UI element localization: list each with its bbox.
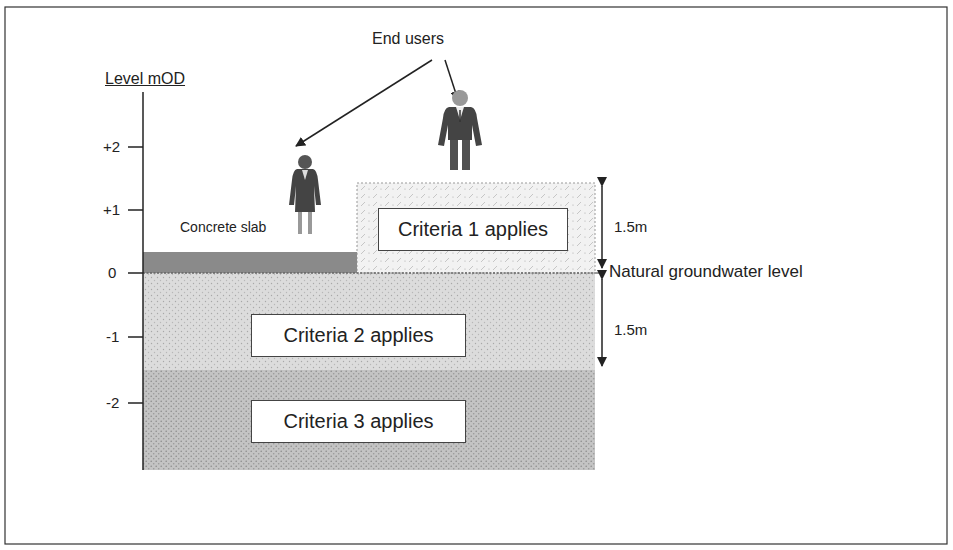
soil-band-lower <box>143 370 595 470</box>
concrete-slab <box>143 252 357 273</box>
axis-title: Level mOD <box>105 70 185 88</box>
soil-band-upper <box>143 273 595 370</box>
man-figure <box>438 90 482 170</box>
dimension-arrow <box>601 279 603 366</box>
criteria-box: Criteria 1 applies <box>378 208 568 251</box>
criteria-text: Criteria 2 applies <box>283 324 433 347</box>
frame <box>5 7 947 544</box>
groundwater-line <box>143 272 595 274</box>
level-axis <box>142 92 144 470</box>
criteria-box: Criteria 2 applies <box>251 314 466 357</box>
axis-tick-label: +2 <box>103 138 120 155</box>
dimension-label: 1.5m <box>614 321 647 338</box>
slab-label: Concrete slab <box>180 219 266 235</box>
criteria-text: Criteria 1 applies <box>398 218 548 241</box>
callout-arrow <box>296 60 432 146</box>
leader-line <box>595 273 605 274</box>
criteria-text: Criteria 3 applies <box>283 410 433 433</box>
axis-tick-label: +1 <box>103 201 120 218</box>
axis-tick-label: -1 <box>106 328 119 345</box>
axis-tick-label: 0 <box>108 264 116 281</box>
made-ground <box>357 183 595 273</box>
callout-label: End users <box>372 30 444 48</box>
groundwater-label: Natural groundwater level <box>609 262 803 282</box>
axis-ticks <box>128 147 143 403</box>
dimension-label: 1.5m <box>614 218 647 235</box>
axis-tick-label: -2 <box>106 394 119 411</box>
dimension-arrow <box>601 186 603 268</box>
woman-figure <box>289 155 321 234</box>
criteria-box: Criteria 3 applies <box>251 400 466 443</box>
